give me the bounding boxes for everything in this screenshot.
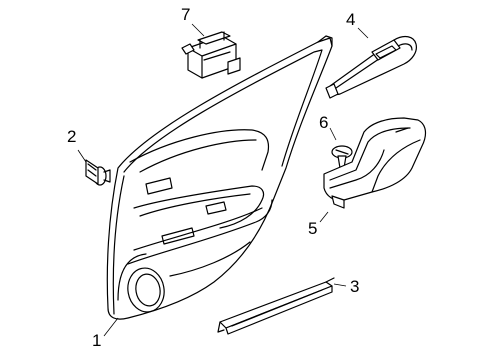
callout-2: 2	[67, 127, 76, 146]
door-trim-panel	[106, 35, 333, 320]
leader-line-4	[357, 27, 369, 39]
callout-labels: 1 2 3 4 5 6 7	[67, 5, 359, 350]
trim-clip-fastener	[85, 159, 111, 186]
leader-line-1	[103, 317, 119, 337]
leader-line-6	[329, 127, 337, 141]
leader-line-2	[77, 149, 87, 163]
leader-line-3	[333, 283, 347, 287]
window-switch	[181, 31, 241, 79]
switch-bezel	[325, 35, 417, 99]
callout-7: 7	[181, 5, 190, 24]
leader-line-7	[191, 23, 205, 37]
callout-4: 4	[346, 10, 355, 29]
callout-3: 3	[350, 277, 359, 296]
leader-lines	[77, 23, 369, 337]
callout-1: 1	[92, 331, 101, 350]
pull-handle	[323, 117, 427, 209]
callout-6: 6	[319, 113, 328, 132]
leader-line-5	[319, 211, 329, 223]
weatherstrip-molding	[217, 277, 335, 335]
callout-5: 5	[308, 219, 317, 238]
